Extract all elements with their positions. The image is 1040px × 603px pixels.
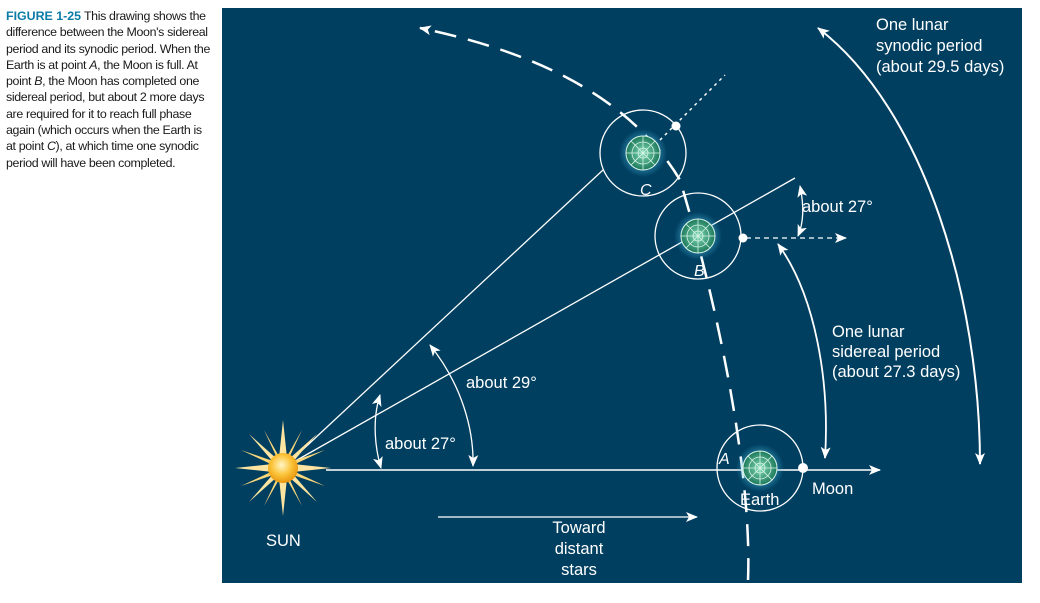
sidereal-period-arc [777,243,831,459]
angle-29-arc [429,344,479,467]
angle-27-label: about 27° [385,435,456,453]
toward-label-3: stars [561,561,597,579]
angle-b-label: about 27° [802,198,873,216]
figure-number: FIGURE 1-25 [6,9,82,23]
sun-line-to-c [282,169,604,469]
caption-text-4: ), at which time one synodic period will… [6,139,199,170]
point-a-label: A [718,451,730,468]
synodic-period-arc [817,27,985,465]
earth-label: Earth [740,491,779,509]
point-c-label: C [640,182,652,199]
moon-at-a [798,463,808,473]
sidereal-label-1: One lunar [832,323,905,341]
caption-text-1: This drawing shows the difference betwee… [6,9,211,72]
caption-point-c: C [46,139,56,154]
earth-at-a [716,424,808,512]
diagram-panel: C B A SUN Earth Moon Toward distant star… [222,8,1022,583]
moon-label: Moon [812,480,853,498]
caption-text-3: , the Moon has completed one sidereal pe… [6,74,205,154]
earth-orbit-arc [419,25,750,581]
sidereal-label-2: sidereal period [832,343,940,361]
point-b-label: B [694,263,705,280]
figure-caption: FIGURE 1-25 This drawing shows the diffe… [6,8,211,171]
synodic-label-2: synodic period [876,37,982,55]
toward-label-2: distant [555,540,604,558]
moon-at-c [671,121,681,131]
toward-label-1: Toward [552,519,605,537]
caption-point-b: B [34,74,43,89]
angle-29-label: about 29° [466,374,537,392]
moon-at-b [738,233,748,243]
c-direction-line [654,74,726,146]
caption-point-a: A [89,57,98,72]
earth-at-b [654,192,748,280]
sun-icon [235,420,331,516]
sun-label: SUN [266,532,301,550]
earth-at-c [599,109,687,197]
caption-text-2: , the Moon is full. At point [6,57,198,89]
orbit-diagram: C B A SUN Earth Moon Toward distant star… [235,16,1004,581]
sidereal-label-3: (about 27.3 days) [832,363,960,381]
synodic-label-3: (about 29.5 days) [876,58,1004,76]
angle-27-arc [371,394,383,469]
angle-b-arc [797,185,808,237]
synodic-label-1: One lunar [876,16,949,34]
